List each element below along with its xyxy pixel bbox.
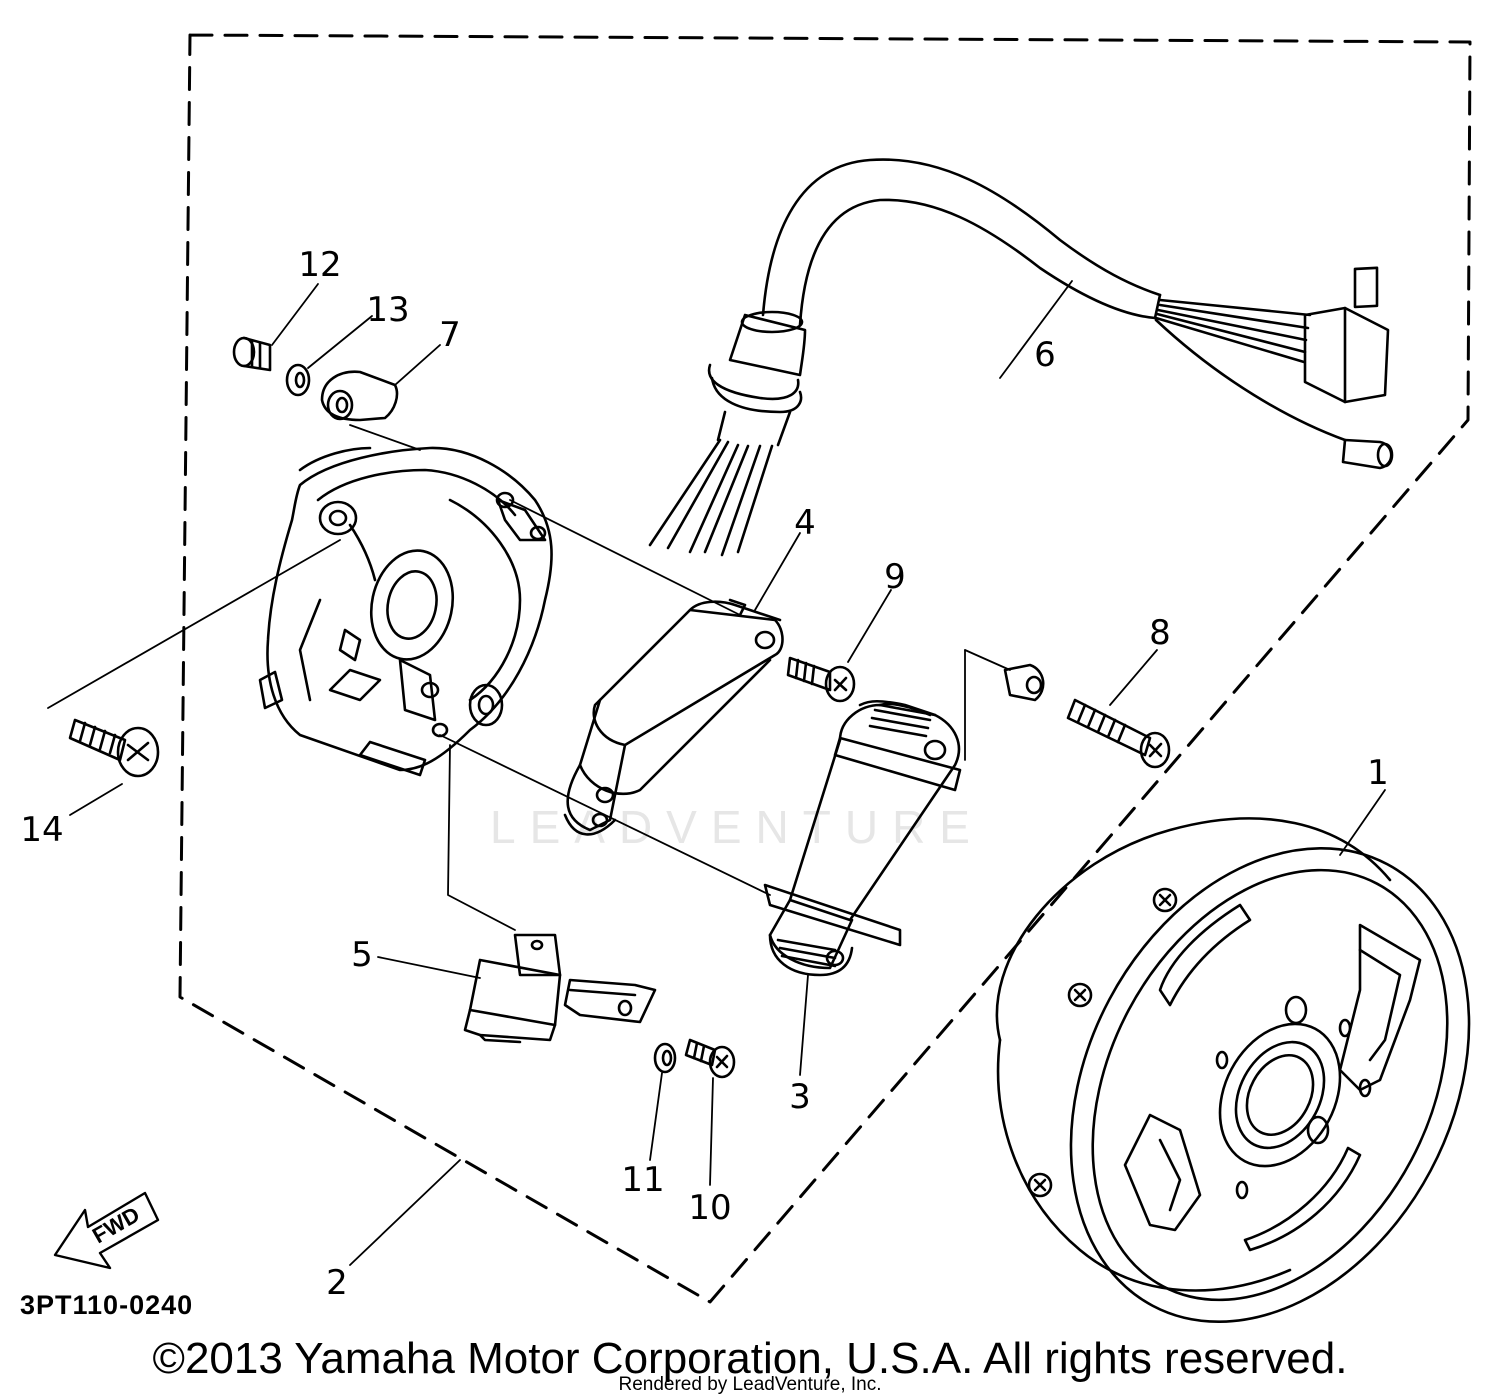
pulser-coil: [463, 933, 562, 1044]
callout-10: 10: [688, 1188, 732, 1228]
washer-13: [285, 363, 311, 397]
fwd-label: FWD: [88, 1202, 144, 1249]
screw-8: [1003, 663, 1171, 769]
callout-5: 5: [351, 935, 373, 975]
clamp-7: [320, 370, 399, 422]
diagram-code: 3PT110-0240: [20, 1290, 194, 1320]
callout-3: 3: [789, 1077, 811, 1117]
screw-14: [68, 718, 160, 778]
fwd-arrow-icon: FWD: [53, 1191, 160, 1270]
rendered-by-credit: Rendered by LeadVenture, Inc.: [618, 1374, 882, 1395]
stator-base-plate: [258, 446, 553, 777]
callout-6: 6: [1034, 335, 1056, 375]
flywheel-rotor: [995, 817, 1471, 1323]
wire-harness: [648, 158, 1394, 557]
callout-1: 1: [1367, 753, 1389, 793]
screw-10: [684, 1038, 736, 1079]
callout-13: 13: [366, 290, 410, 330]
assembly-boundary: [178, 33, 1472, 1304]
leader-lines: [69, 280, 1386, 1266]
callout-2: 2: [326, 1263, 348, 1303]
pulser-bracket: [563, 978, 657, 1024]
source-coil: [563, 598, 784, 836]
callout-4: 4: [794, 503, 816, 543]
charge-coil: [763, 699, 962, 977]
assembly-lines: [47, 424, 1011, 931]
callout-12: 12: [298, 245, 342, 285]
callout-9: 9: [884, 557, 906, 597]
callout-11: 11: [621, 1160, 665, 1200]
callout-8: 8: [1149, 613, 1171, 653]
screw-12: [232, 336, 272, 372]
washer-11: [653, 1042, 677, 1074]
callout-7: 7: [439, 315, 461, 355]
callout-14: 14: [20, 810, 64, 850]
screw-9: [786, 656, 856, 703]
copyright-notice: ©2013 Yamaha Motor Corporation, U.S.A. A…: [152, 1334, 1348, 1383]
